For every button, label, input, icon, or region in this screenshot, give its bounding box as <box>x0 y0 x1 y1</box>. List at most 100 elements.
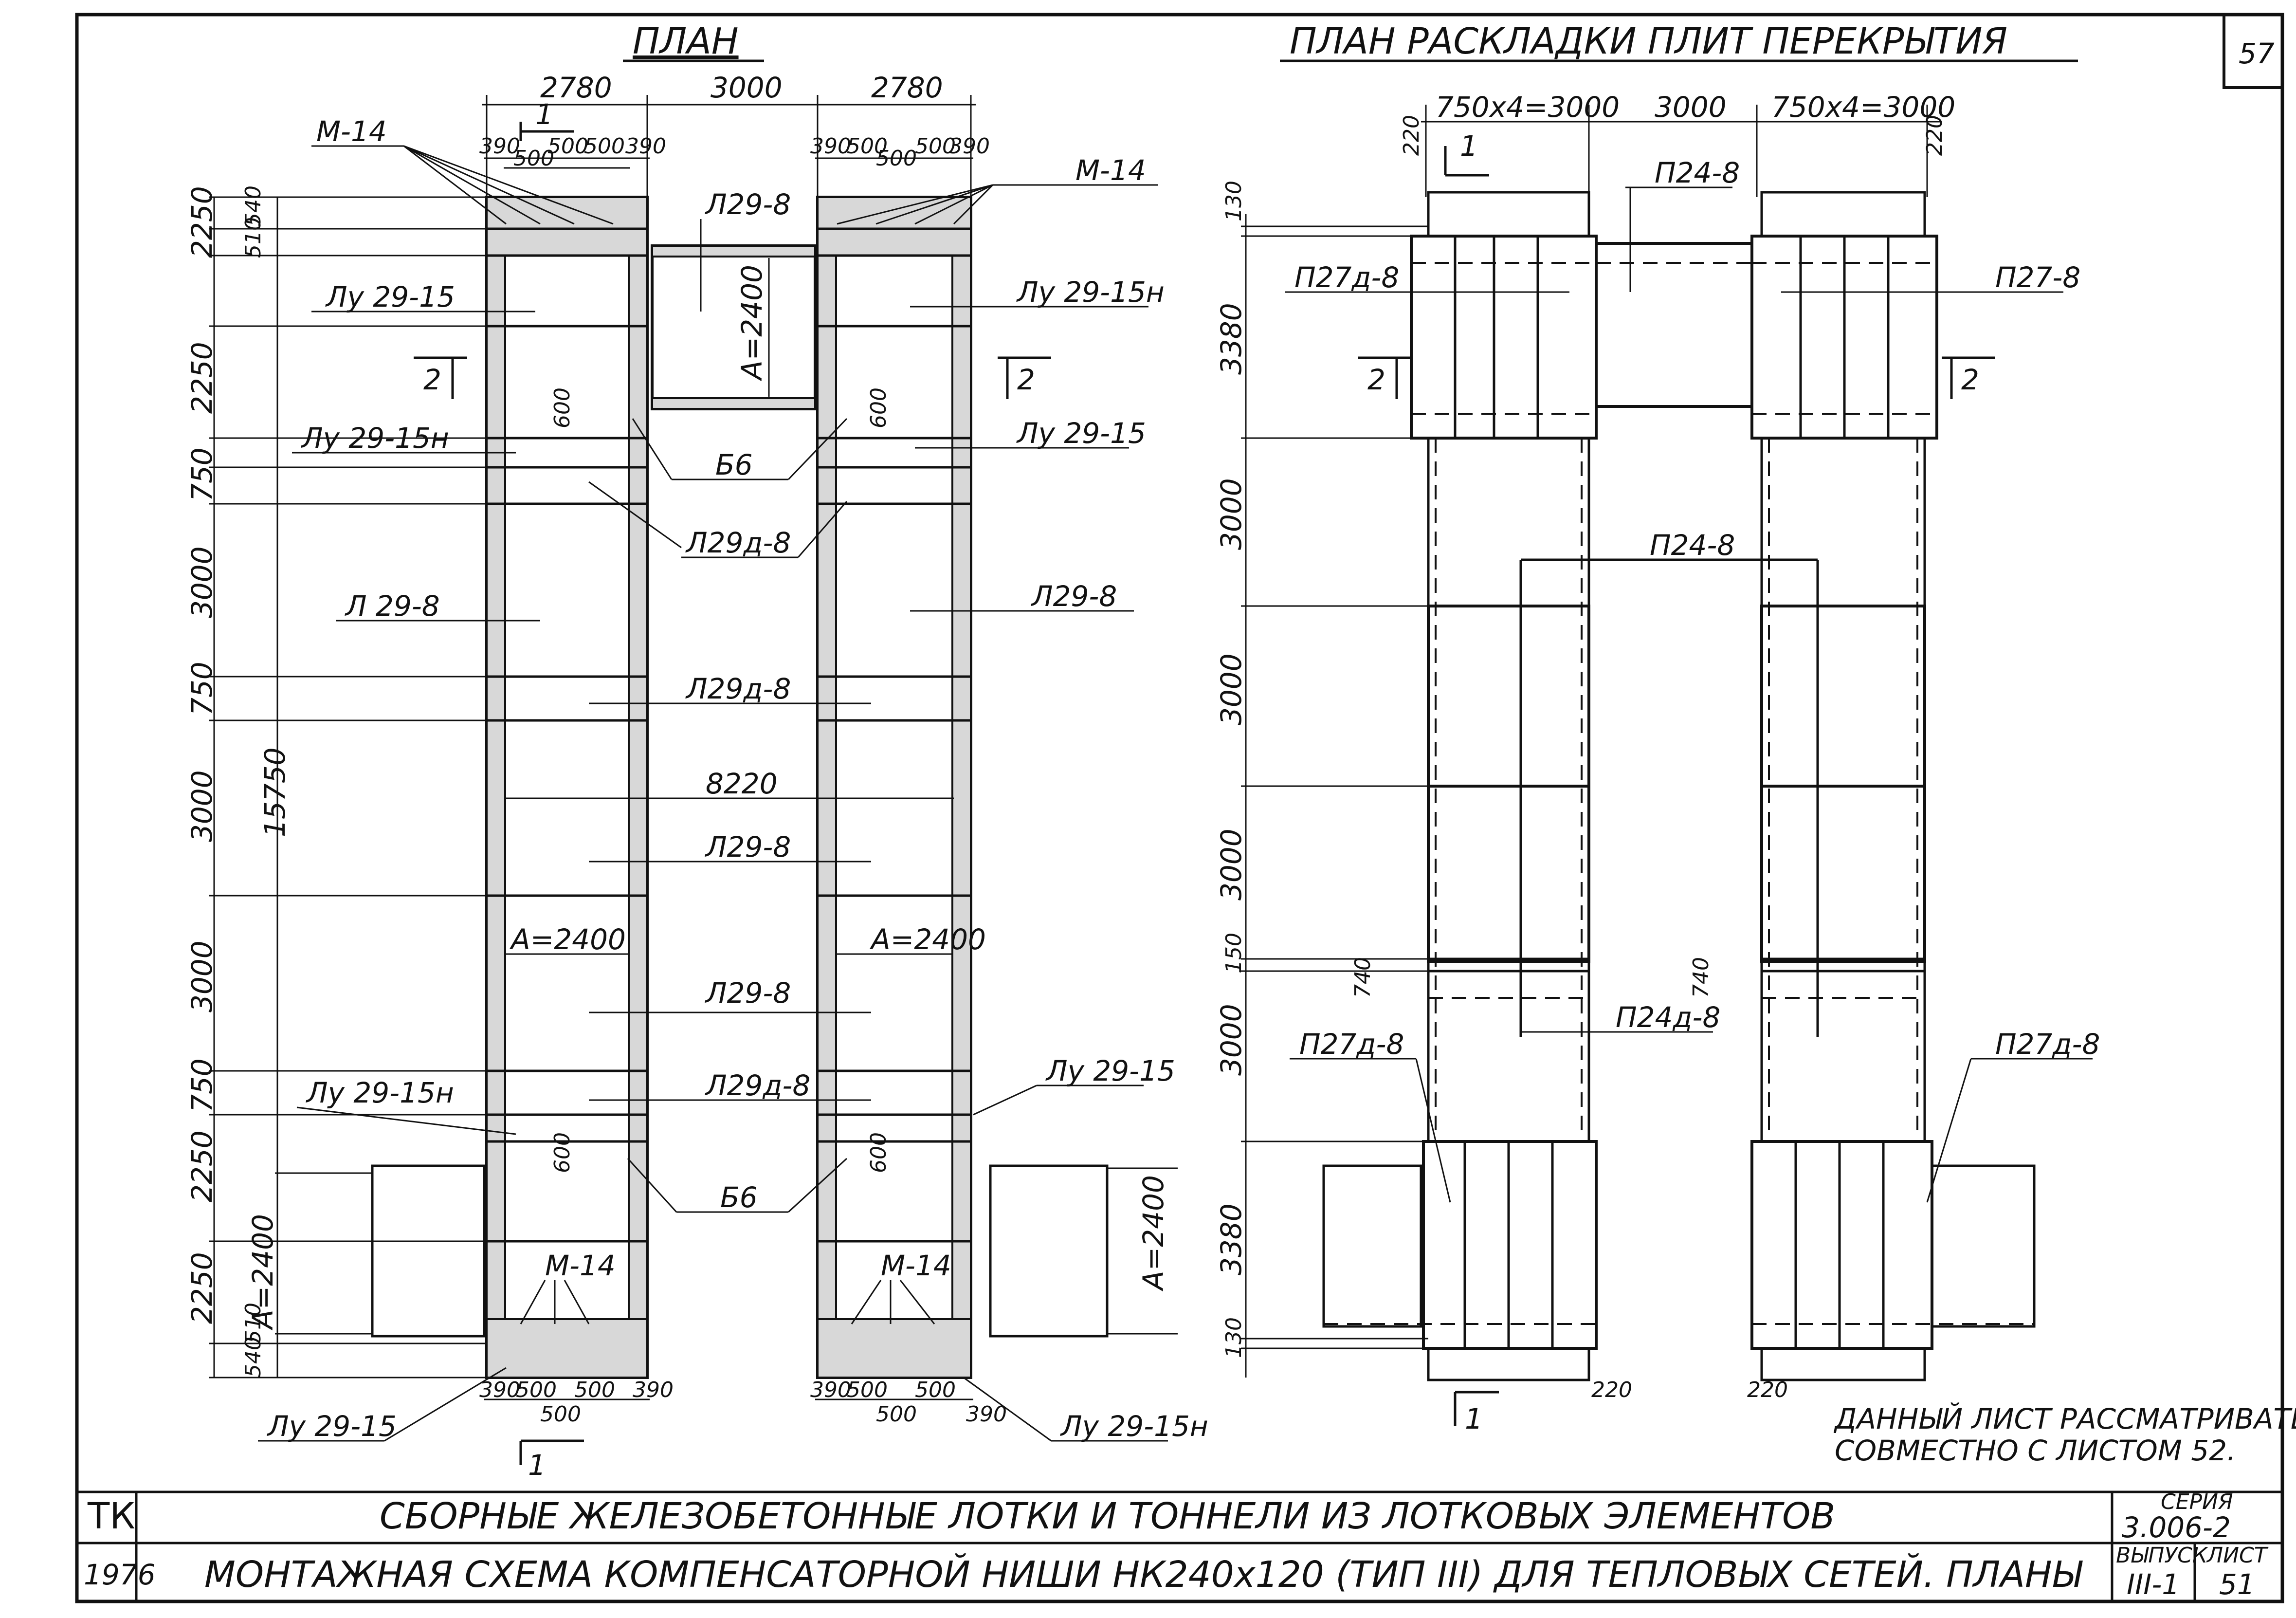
plan-label-l29-8-mid: Л29-8 <box>705 830 791 864</box>
plan-label-lu15h-bottom: Лу 29-15н <box>306 1076 454 1109</box>
plan-sub-dim: 500 <box>876 1402 917 1427</box>
plan-label-lu15-bottom: Лу 29-15 <box>267 1410 397 1443</box>
plan-side-box-right <box>989 1164 1109 1338</box>
slab-top-dim: 750х4=3000 <box>1771 91 1955 124</box>
slab-vert-dim: 3000 <box>1215 1004 1248 1076</box>
slab-vert-dim: 3000 <box>1215 478 1248 550</box>
plan-label-m14: М-14 <box>316 115 387 148</box>
plan-vert-dim: 750 <box>185 447 219 501</box>
plan-sub-dim: 500 <box>915 134 956 159</box>
plan-view: ПЛАН 2780 3000 2780 390 500 500 500 390 … <box>185 20 1208 1482</box>
plan-vert-dim: 2250 <box>185 1252 219 1324</box>
page-number: 57 <box>2239 37 2275 70</box>
plan-label-lu15: Лу 29-15 <box>325 280 455 313</box>
plan-sub-dim: 500 <box>540 1402 581 1427</box>
plan-title: ПЛАН <box>633 20 739 62</box>
plan-sub-dim: 390 <box>479 1378 520 1402</box>
slab-740-dim: 740 <box>1350 957 1375 998</box>
slab-220-dim: 220 <box>1922 115 1947 156</box>
slab-220-dim: 220 <box>1591 1378 1632 1402</box>
plan-label-lu15h-right: Лу 29-15н <box>1016 276 1165 309</box>
plan-small-dim: 540 <box>241 185 266 226</box>
slab-section-marker: 2 <box>1367 363 1385 396</box>
plan-a-dim-left: А=2400 <box>509 923 626 956</box>
slab-vert-dim: 130 <box>1221 181 1246 221</box>
plan-label-l29-8-left: Л 29-8 <box>345 589 440 623</box>
plan-section-marker: 1 <box>535 98 553 131</box>
slab-top-dim: 3000 <box>1655 91 1727 124</box>
title-block-series-label: СЕРИЯ <box>2161 1489 2233 1514</box>
plan-vert-dim: 3000 <box>185 940 219 1012</box>
slab-top-dim: 750х4=3000 <box>1436 91 1620 124</box>
plan-vert-dim: 2250 <box>185 186 219 258</box>
plan-600-dim: 600 <box>866 387 891 428</box>
slab-vert-dim: 3380 <box>1215 1203 1248 1275</box>
slab-label-p24-8-mid: П24-8 <box>1650 529 1735 562</box>
title-block-sheet-value: 51 <box>2219 1568 2255 1601</box>
plan-sub-dim: 390 <box>966 1402 1007 1427</box>
plan-section-marker: 1 <box>528 1449 546 1482</box>
plan-label-l29d-8-b: Л29д-8 <box>685 672 791 705</box>
title-block-year: 1976 <box>84 1558 156 1591</box>
title-block-line1: СБОРНЫЕ ЖЕЛЕЗОБЕТОННЫЕ ЛОТКИ И ТОННЕЛИ И… <box>380 1495 1835 1537</box>
slab-side-box-right <box>1931 1164 2036 1328</box>
plan-sub-dim: 390 <box>810 1378 851 1402</box>
slab-label-p27d-8-right: П27д-8 <box>1995 1028 2100 1061</box>
plan-sub-dim: 500 <box>847 134 888 159</box>
plan-vert-dim: 750 <box>185 662 219 716</box>
plan-sub-dim: 500 <box>584 134 625 159</box>
plan-a-dim-side: А=2400 <box>246 1214 279 1331</box>
title-block-line2: МОНТАЖНАЯ СХЕМА КОМПЕНСАТОРНОЙ НИШИ НК24… <box>204 1553 2083 1596</box>
slab-label-p27d-8-top: П27д-8 <box>1294 261 1399 294</box>
plan-sub-dim: 390 <box>479 134 520 159</box>
plan-sub-dim: 500 <box>516 1378 557 1402</box>
plan-small-dim: 510 <box>241 217 266 258</box>
plan-sub-dim: 500 <box>847 1378 888 1402</box>
plan-600-dim: 600 <box>550 1132 575 1173</box>
plan-label-m14-bottom-right: М-14 <box>881 1249 951 1282</box>
plan-small-dim: 540 <box>241 1337 266 1378</box>
plan-sub-dim: 390 <box>633 1378 674 1402</box>
title-block-sheet-label: ЛИСТ <box>2206 1543 2269 1568</box>
plan-left-tray <box>485 196 649 1379</box>
plan-sub-dim: 500 <box>574 1378 615 1402</box>
slab-plan-view: ПЛАН РАСКЛАДКИ ПЛИТ ПЕРЕКРЫТИЯ 750х4=300… <box>1215 20 2296 1467</box>
plan-label-lu15-right: Лу 29-15 <box>1016 417 1146 450</box>
plan-top-dim: 3000 <box>711 71 783 104</box>
slab-vert-dim: 150 <box>1221 933 1246 974</box>
plan-sub-dim: 500 <box>513 146 554 171</box>
plan-sub-dim: 390 <box>949 134 990 159</box>
slab-side-box-left <box>1322 1164 1422 1328</box>
plan-section-marker: 2 <box>1017 363 1035 396</box>
slab-label-p27d-8-left: П27д-8 <box>1299 1028 1404 1061</box>
plan-side-box-left <box>371 1164 486 1338</box>
plan-sub-dim: 500 <box>915 1378 956 1402</box>
plan-sub-dim: 390 <box>810 134 851 159</box>
plan-label-l29-8-top: Л29-8 <box>705 188 791 221</box>
plan-sub-dim: 390 <box>625 134 666 159</box>
plan-vert-dim: 2250 <box>185 342 219 414</box>
plan-vert-dim: 3000 <box>185 546 219 618</box>
plan-label-l29d-8-c: Л29д-8 <box>705 1069 810 1102</box>
sheet-frame <box>75 13 2284 1603</box>
plan-600-dim: 600 <box>866 1132 891 1173</box>
title-block: ТК 1976 СБОРНЫЕ ЖЕЛЕЗОБЕТОННЫЕ ЛОТКИ И Т… <box>77 1489 2282 1601</box>
slab-740-dim: 740 <box>1689 957 1713 998</box>
plan-600-dim: 600 <box>550 387 575 428</box>
slab-section-marker: 1 <box>1465 1402 1483 1435</box>
slab-vert-dim: 130 <box>1221 1317 1246 1358</box>
plan-label-l29-8-right: Л29-8 <box>1031 580 1117 613</box>
page-number-box <box>2223 13 2284 89</box>
slab-note-line1: ДАННЫЙ ЛИСТ РАССМАТРИВАТЬ <box>1833 1402 2296 1435</box>
plan-label-lu15-right-bottom: Лу 29-15 <box>1045 1054 1175 1087</box>
plan-top-dim: 2780 <box>871 71 943 104</box>
plan-top-dim: 2780 <box>540 71 612 104</box>
title-block-series-value: 3.006-2 <box>2122 1511 2231 1544</box>
plan-label-lu15h: Лу 29-15н <box>301 422 449 455</box>
plan-center-insert <box>651 244 817 410</box>
slab-vert-dim: 3000 <box>1215 653 1248 725</box>
title-block-code: ТК <box>87 1495 135 1537</box>
plan-right-tray <box>816 196 972 1379</box>
title-block-issue-label: ВЫПУСК <box>2116 1543 2208 1568</box>
